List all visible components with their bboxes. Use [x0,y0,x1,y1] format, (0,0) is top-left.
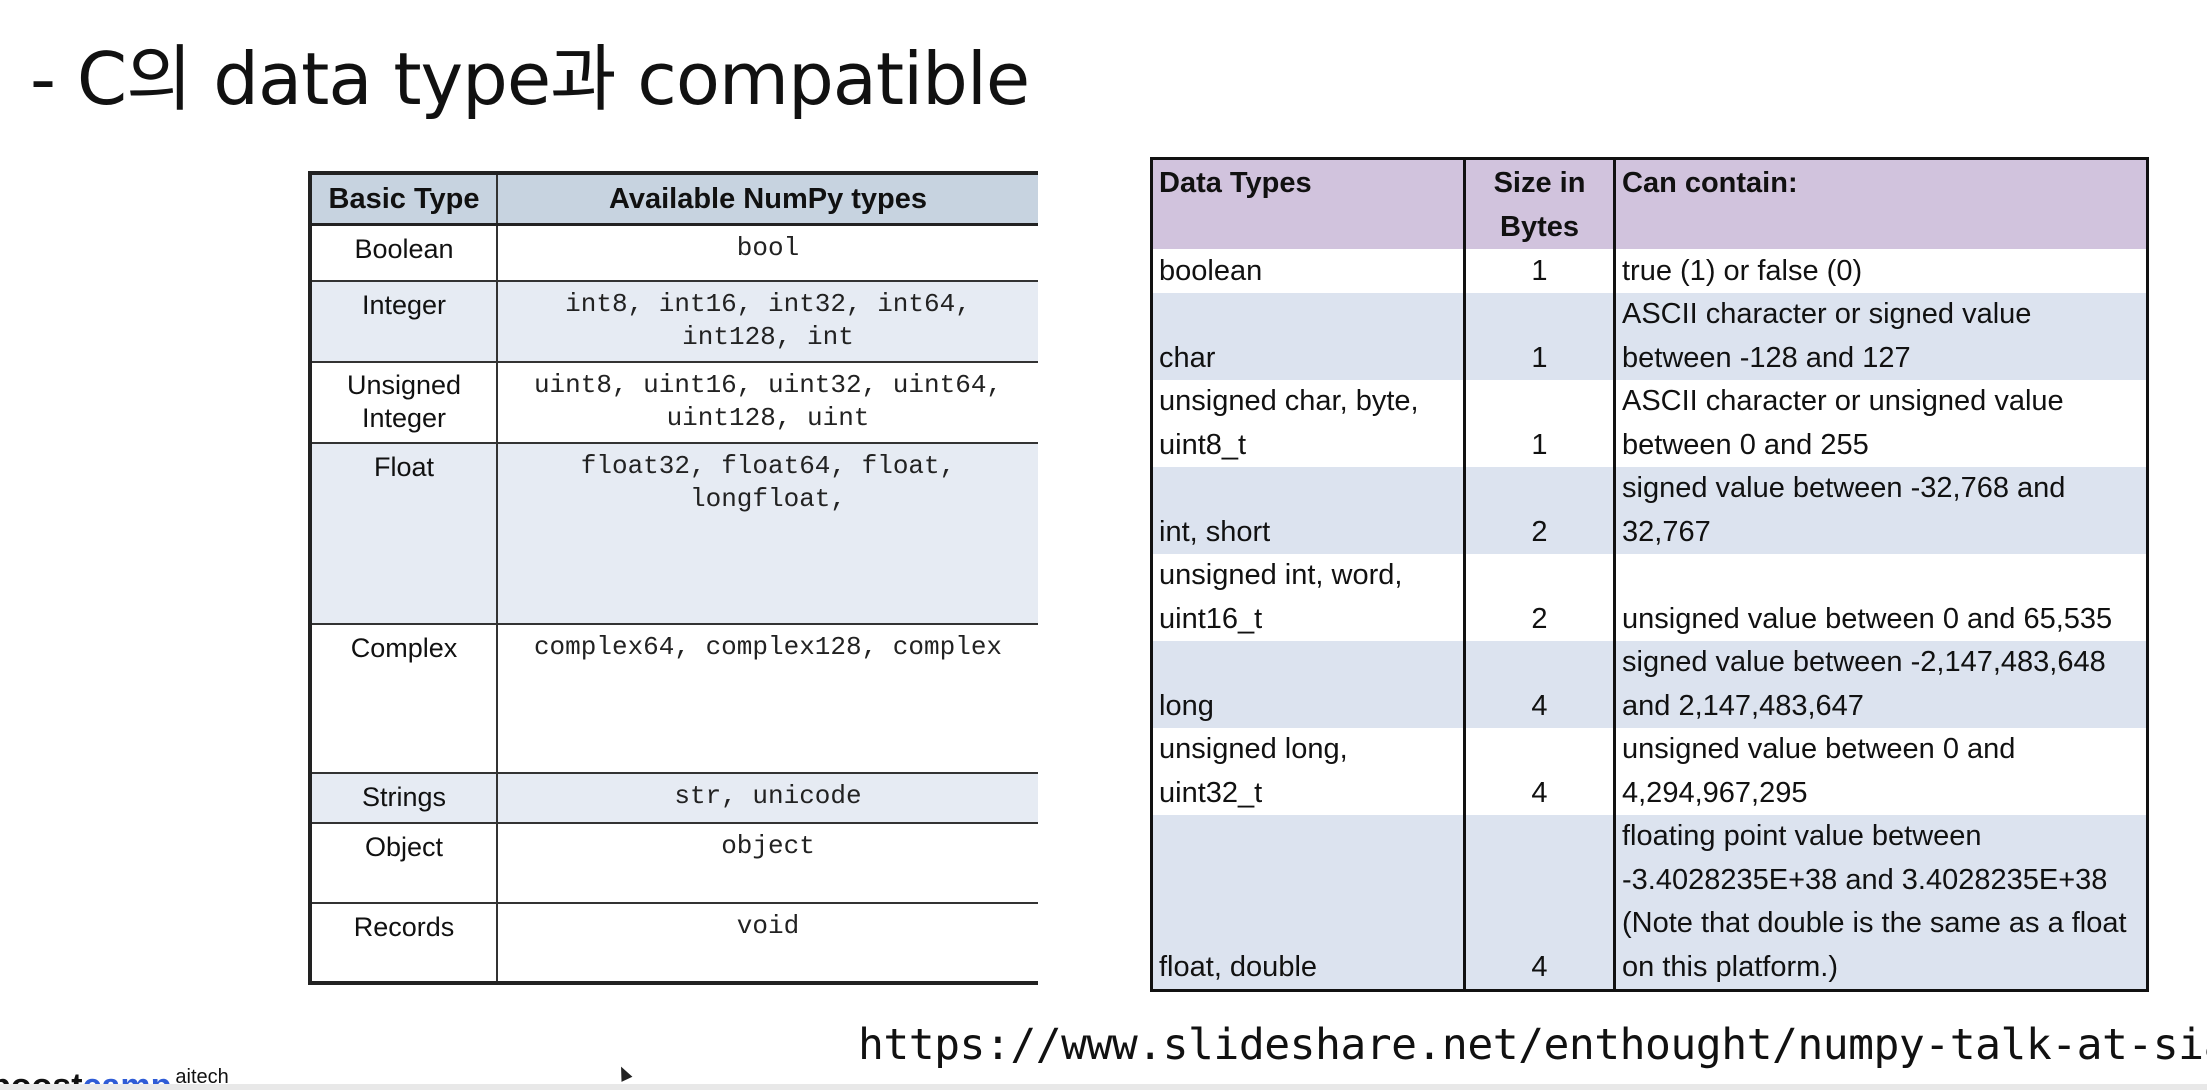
table-row: unsigned int, word, uint16_t 2 unsigned … [1150,554,2149,641]
size-cell: 2 [1463,467,1616,554]
can-contain-cell: ASCII character or unsigned value betwee… [1613,380,2149,467]
numpy-types-cell: str, unicode [496,771,1038,824]
numpy-types-cell: uint8, uint16, uint32, uint64, uint128, … [496,360,1038,444]
table-row: Strings str, unicode [309,771,1038,824]
logo-suffix: aitech [175,1066,229,1088]
table-row: Records void [309,901,1038,984]
table-row: Boolean bool [309,223,1038,282]
basic-type-cell: Records [309,901,498,984]
size-cell: 2 [1463,554,1616,641]
table-row: Unsigned Integer uint8, uint16, uint32, … [309,360,1038,444]
table-row: Integer int8, int16, int32, int64, int12… [309,279,1038,363]
table-row: Float float32, float64, float, longfloat… [309,441,1038,625]
basic-type-cell: Float [309,441,498,625]
basic-type-cell: Boolean [309,223,498,282]
header-size-in-bytes: Size in Bytes [1463,158,1616,249]
numpy-types-cell: object [496,821,1038,904]
data-type-cell: unsigned char, byte, uint8_t [1150,380,1466,467]
table-row: Complex complex64, complex128, complex [309,622,1038,774]
size-cell: 4 [1463,728,1616,815]
table-row: float, double 4 floating point value bet… [1150,815,2149,991]
numpy-types-cell: float32, float64, float, longfloat, [496,441,1038,625]
data-type-cell: unsigned int, word, uint16_t [1150,554,1466,641]
data-type-cell: long [1150,641,1466,728]
source-url: https://www.slideshare.net/enthought/num… [858,1020,2207,1070]
numpy-table-header-row: Basic Type Available NumPy types [309,172,1038,226]
table-row: unsigned long, uint32_t 4 unsigned value… [1150,728,2149,815]
can-contain-cell: unsigned value between 0 and 65,535 [1613,554,2149,641]
numpy-types-cell: bool [496,223,1038,282]
slide-title: - C의 data type과 compatible [30,37,1030,121]
size-cell: 1 [1463,380,1616,467]
numpy-types-cell: void [496,901,1038,984]
can-contain-cell: floating point value between -3.4028235E… [1613,815,2149,991]
size-cell: 1 [1463,249,1616,293]
table-row: Object object [309,821,1038,904]
size-cell: 4 [1463,641,1616,728]
basic-type-cell: Complex [309,622,498,774]
data-type-cell: char [1150,293,1466,380]
table-row: long 4 signed value between -2,147,483,6… [1150,641,2149,728]
table-row: unsigned char, byte, uint8_t 1 ASCII cha… [1150,380,2149,467]
c-table-header-row: Data Types Size in Bytes Can contain: [1150,158,2149,249]
can-contain-cell: signed value between -32,768 and 32,767 [1613,467,2149,554]
header-basic-type: Basic Type [309,172,498,226]
data-type-cell: boolean [1150,249,1466,293]
can-contain-cell: ASCII character or signed value between … [1613,293,2149,380]
data-type-cell: unsigned long, uint32_t [1150,728,1466,815]
numpy-types-cell: int8, int16, int32, int64, int128, int [496,279,1038,363]
can-contain-cell: true (1) or false (0) [1613,249,2149,293]
numpy-types-cell: complex64, complex128, complex [496,622,1038,774]
table-row: int, short 2 signed value between -32,76… [1150,467,2149,554]
mouse-pointer-icon [615,1064,633,1082]
bottom-bar [0,1084,2207,1090]
table-row: boolean 1 true (1) or false (0) [1150,249,2149,293]
basic-type-cell: Strings [309,771,498,824]
numpy-types-table: Basic Type Available NumPy types Boolean… [308,171,1038,985]
header-available-numpy-types: Available NumPy types [496,172,1038,226]
data-type-cell: float, double [1150,815,1466,991]
can-contain-cell: unsigned value between 0 and 4,294,967,2… [1613,728,2149,815]
basic-type-cell: Object [309,821,498,904]
table-row: char 1 ASCII character or signed value b… [1150,293,2149,380]
header-can-contain: Can contain: [1613,158,2149,249]
header-data-types: Data Types [1150,158,1466,249]
basic-type-cell: Integer [309,279,498,363]
can-contain-cell: signed value between -2,147,483,648 and … [1613,641,2149,728]
c-data-types-table: Data Types Size in Bytes Can contain: bo… [1150,157,2149,992]
size-cell: 1 [1463,293,1616,380]
data-type-cell: int, short [1150,467,1466,554]
basic-type-cell: Unsigned Integer [309,360,498,444]
size-cell: 4 [1463,815,1616,991]
